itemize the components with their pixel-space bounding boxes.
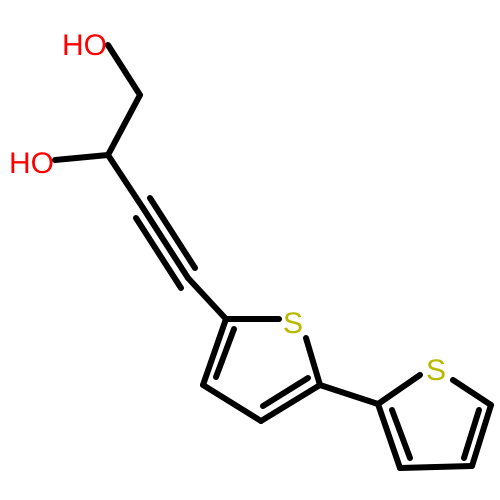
bond-ring-a-c6-c5 [200, 316, 229, 388]
triple-bond-line-lower [133, 215, 184, 291]
atom-label-o2: HO [9, 147, 54, 180]
bond-ring-b-c12-c11-inner [461, 407, 482, 461]
bond-c1-c2 [105, 92, 143, 158]
triple-bond-line-middle [140, 205, 191, 281]
bond-c2-c3 [105, 152, 146, 211]
atom-label-o1: HO [62, 29, 107, 62]
bond-biaryl [317, 382, 381, 407]
bond-o1-c1 [105, 42, 143, 98]
bond-ring-a-c7-c6 [200, 382, 264, 424]
bond-ring-a-s1-c8 [303, 335, 323, 388]
bond-ring-b-c11-c10 [397, 463, 475, 471]
atom-label-s1: S [283, 307, 303, 340]
bond-ring-b-c10-c9 [375, 401, 403, 471]
atom-label-s2: S [426, 354, 446, 387]
bond-ring-b-s2-c12 [450, 377, 494, 408]
bond-ring-b-c9-s2 [375, 372, 423, 407]
bond-ring-b-c10-c9-inner [389, 407, 413, 461]
triple-bond-line-upper [147, 195, 198, 271]
bond-ring-a-c8-c7 [258, 382, 323, 424]
bond-c4-thiophene-a [185, 275, 229, 322]
bond-c2-o2 [52, 152, 111, 163]
bond-ring-a-c6-c5-inner [213, 326, 237, 380]
bond-ring-b-c12-c11 [469, 402, 494, 469]
bond-ring-a-c8-c7-inner [260, 375, 311, 409]
